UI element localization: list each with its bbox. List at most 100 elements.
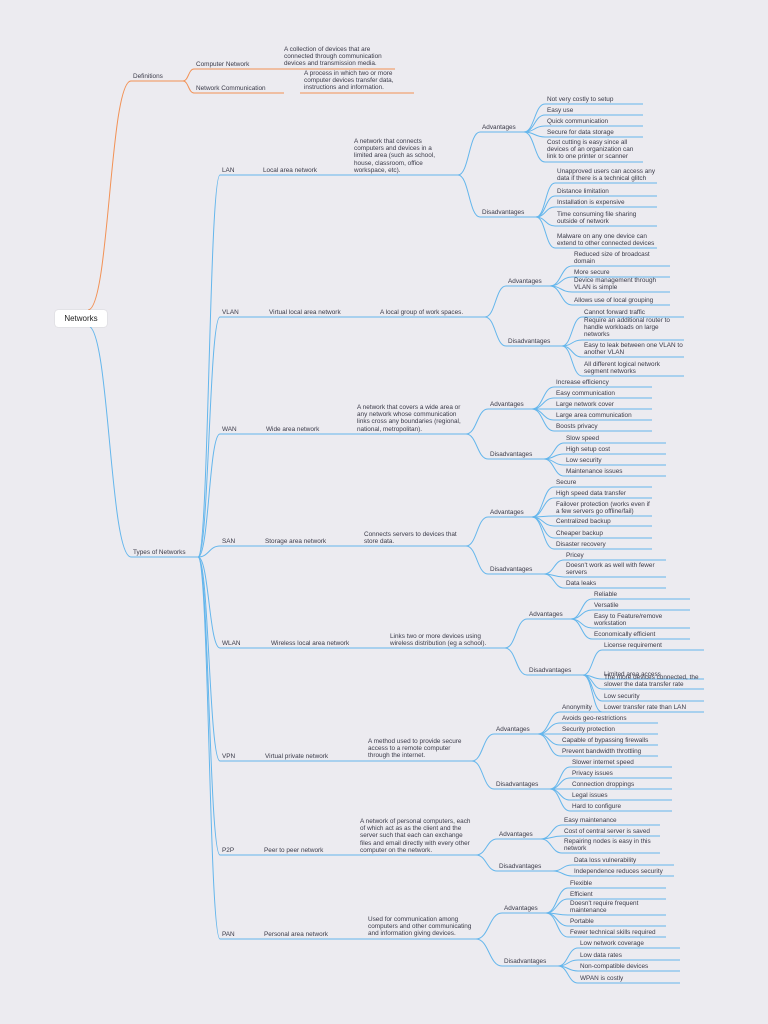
disadvantage-item[interactable]: Unapproved users can access any data if …	[557, 168, 656, 183]
advantage-item[interactable]: Prevent bandwidth throttling	[562, 748, 642, 755]
advantages-label[interactable]: Advantages	[482, 124, 516, 131]
network-name[interactable]: Virtual local area network	[269, 309, 341, 316]
disadvantage-item[interactable]: License requirement	[604, 642, 662, 649]
types-label[interactable]: Types of Networks	[133, 549, 186, 556]
advantage-item[interactable]: Centralized backup	[556, 518, 611, 525]
advantage-item[interactable]: Fewer technical skills required	[570, 929, 656, 936]
disadvantage-item[interactable]: Easy to leak between one VLAN to another…	[584, 342, 683, 357]
disadvantage-item[interactable]: Pricey	[566, 552, 584, 559]
advantage-item[interactable]: Cost of central server is saved	[564, 828, 650, 835]
disadvantage-item[interactable]: Slower internet speed	[572, 759, 634, 766]
advantage-item[interactable]: Quick communication	[547, 118, 609, 125]
disadvantage-item[interactable]: Low network coverage	[580, 940, 644, 947]
advantage-item[interactable]: Easy use	[547, 107, 574, 114]
disadvantage-item[interactable]: WPAN is costly	[580, 975, 624, 982]
network-description[interactable]: Connects servers to devices that store d…	[364, 531, 457, 546]
disadvantage-item[interactable]: Installation is expensive	[557, 199, 625, 206]
advantages-label[interactable]: Advantages	[490, 401, 524, 408]
network-abbr[interactable]: VLAN	[222, 309, 239, 316]
disadvantage-item[interactable]: Hard to configure	[572, 803, 622, 810]
advantage-item[interactable]: Device management through VLAN is simple	[574, 277, 657, 292]
disadvantages-label[interactable]: Disadvantages	[496, 781, 539, 788]
disadvantage-item[interactable]: Connection droppings	[572, 781, 635, 788]
advantage-item[interactable]: Portable	[570, 918, 594, 925]
disadvantage-item[interactable]: Slow speed	[566, 435, 600, 442]
disadvantages-label[interactable]: Disadvantages	[504, 958, 547, 965]
disadvantage-item[interactable]: Non-compatible devices	[580, 963, 649, 970]
advantage-item[interactable]: Capable of bypassing firewalls	[562, 737, 649, 744]
disadvantage-item[interactable]: Low security	[604, 693, 640, 700]
disadvantage-item[interactable]: Data leaks	[566, 580, 597, 587]
advantage-item[interactable]: More secure	[574, 269, 610, 276]
disadvantage-item[interactable]: The more devices connected, the slower t…	[604, 674, 699, 689]
disadvantage-item[interactable]: High setup cost	[566, 446, 611, 453]
network-name[interactable]: Local area network	[263, 167, 317, 174]
advantage-item[interactable]: Repairing nodes is easy in this network	[564, 838, 651, 853]
network-abbr[interactable]: WAN	[222, 426, 237, 433]
disadvantage-item[interactable]: Lower transfer rate than LAN	[604, 704, 687, 711]
advantage-item[interactable]: Failover protection (works even if a few…	[556, 501, 650, 516]
advantage-item[interactable]: Disaster recovery	[556, 541, 606, 548]
advantage-item[interactable]: Cost cutting is easy since all devices o…	[547, 139, 634, 161]
disadvantages-label[interactable]: Disadvantages	[482, 209, 525, 216]
network-description[interactable]: Links two or more devices using wireless…	[390, 633, 487, 648]
advantages-label[interactable]: Advantages	[529, 611, 563, 618]
advantage-item[interactable]: Easy communication	[556, 390, 615, 397]
definition-term[interactable]: Computer Network	[196, 61, 250, 68]
network-abbr[interactable]: VPN	[222, 753, 236, 760]
disadvantage-item[interactable]: Require an additional router to handle w…	[584, 317, 670, 339]
disadvantage-item[interactable]: Limited area access	[604, 671, 661, 678]
definition-term[interactable]: Network Communication	[196, 85, 266, 92]
disadvantages-label[interactable]: Disadvantages	[508, 338, 551, 345]
advantage-item[interactable]: Doesn't require frequent maintenance	[570, 900, 639, 915]
definition-text[interactable]: A collection of devices that are connect…	[284, 46, 382, 68]
definition-text[interactable]: A process in which two or more computer …	[304, 70, 394, 92]
network-abbr[interactable]: SAN	[222, 538, 236, 545]
disadvantage-item[interactable]: Time consuming file sharing outside of n…	[557, 211, 637, 226]
disadvantage-item[interactable]: All different logical network segment ne…	[584, 361, 660, 376]
disadvantages-label[interactable]: Disadvantages	[499, 863, 542, 870]
advantage-item[interactable]: Easy to Feature/remove workstation	[594, 613, 663, 628]
advantage-item[interactable]: Versatile	[594, 602, 619, 609]
network-name[interactable]: Peer to peer network	[264, 847, 324, 854]
network-abbr[interactable]: LAN	[222, 167, 235, 174]
advantage-item[interactable]: Economically efficient	[594, 631, 656, 638]
disadvantages-label[interactable]: Disadvantages	[490, 566, 533, 573]
advantage-item[interactable]: Secure	[556, 479, 577, 486]
advantage-item[interactable]: Allows use of local grouping	[574, 297, 654, 304]
network-name[interactable]: Personal area network	[264, 931, 328, 938]
network-description[interactable]: Used for communication among computers a…	[368, 916, 472, 938]
network-description[interactable]: A local group of work spaces.	[380, 309, 464, 316]
disadvantage-item[interactable]: Data loss vulnerability	[574, 857, 637, 864]
disadvantage-item[interactable]: Legal issues	[572, 792, 608, 799]
advantage-item[interactable]: Flexible	[570, 880, 593, 887]
network-abbr[interactable]: P2P	[222, 847, 235, 854]
advantage-item[interactable]: Secure for data storage	[547, 129, 614, 136]
advantages-label[interactable]: Advantages	[490, 509, 524, 516]
disadvantage-item[interactable]: Privacy issues	[572, 770, 613, 777]
disadvantage-item[interactable]: Independence reduces security	[574, 868, 663, 875]
network-description[interactable]: A network that connects computers and de…	[354, 138, 435, 174]
disadvantages-label[interactable]: Disadvantages	[529, 667, 572, 674]
advantage-item[interactable]: Large area communication	[556, 412, 632, 419]
advantage-item[interactable]: Large network cover	[556, 401, 614, 408]
network-description[interactable]: A network that covers a wide area or any…	[357, 404, 461, 433]
advantage-item[interactable]: Not very costly to setup	[547, 96, 614, 103]
network-name[interactable]: Virtual private network	[265, 753, 329, 760]
disadvantage-item[interactable]: Maintenance issues	[566, 468, 623, 475]
advantage-item[interactable]: Increase efficiency	[556, 379, 609, 386]
network-description[interactable]: A network of personal computers, each of…	[360, 818, 471, 854]
advantages-label[interactable]: Advantages	[496, 726, 530, 733]
advantage-item[interactable]: Anonymity	[562, 704, 592, 711]
network-name[interactable]: Wireless local area network	[271, 640, 350, 647]
advantage-item[interactable]: Security protection	[562, 726, 615, 733]
disadvantage-item[interactable]: Low data rates	[580, 952, 622, 959]
advantages-label[interactable]: Advantages	[504, 905, 538, 912]
advantages-label[interactable]: Advantages	[499, 831, 533, 838]
root-node[interactable]: Networks	[55, 310, 107, 327]
advantage-item[interactable]: Reduced size of broadcast domain	[574, 251, 650, 266]
disadvantage-item[interactable]: Malware on any one device can extend to …	[557, 233, 655, 248]
advantage-item[interactable]: Reliable	[594, 591, 618, 598]
network-name[interactable]: Wide area network	[266, 426, 320, 433]
advantage-item[interactable]: Avoids geo-restrictions	[562, 715, 627, 722]
